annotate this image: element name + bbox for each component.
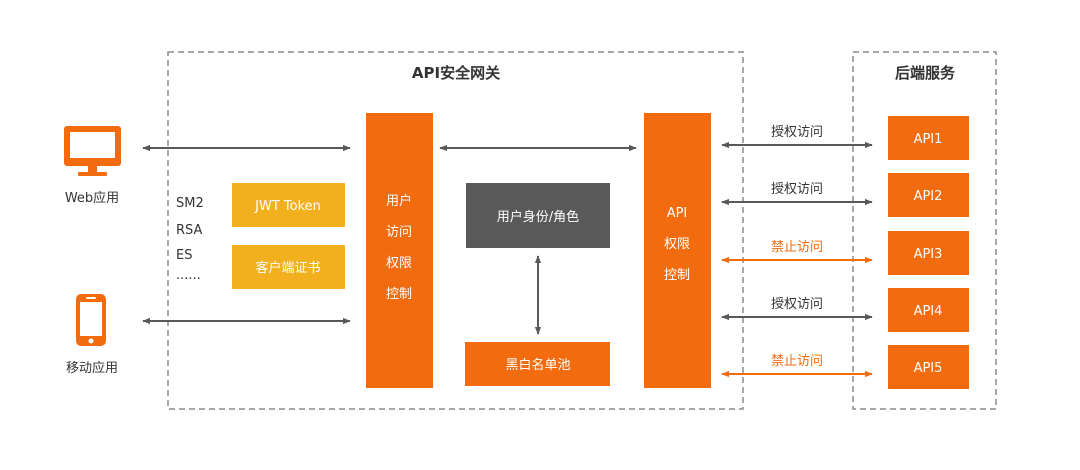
jwt-token-box xyxy=(232,183,345,227)
backend-container xyxy=(852,51,997,410)
backend-title: 后端服务 xyxy=(895,64,956,82)
jwt-token-label: JWT Token xyxy=(254,199,321,214)
api2-box xyxy=(888,173,969,217)
blacklist-pool-box xyxy=(465,342,610,386)
api3-access-label: 禁止访问 xyxy=(771,240,823,255)
api1-label: API1 xyxy=(914,132,943,147)
api2-access-label: 授权访问 xyxy=(771,181,823,197)
api-permission-control-box xyxy=(644,113,711,388)
api4-box xyxy=(888,288,969,332)
algorithm-more: ...... xyxy=(176,268,201,283)
api4-label: API4 xyxy=(914,304,943,319)
algorithm-es: ES xyxy=(176,248,192,263)
user-access-control-line-3: 权限 xyxy=(386,255,412,271)
algorithm-sm2: SM2 xyxy=(176,196,204,211)
user-access-control-box xyxy=(366,113,433,388)
blacklist-pool-label: 黑白名单池 xyxy=(505,357,570,373)
user-identity-role-label: 用户身份/角色 xyxy=(497,209,579,225)
api2-label: API2 xyxy=(914,189,943,204)
api-permission-control-line-2: 权限 xyxy=(664,236,690,252)
client-cert-label: 客户端证书 xyxy=(255,260,320,276)
api4-access-label: 授权访问 xyxy=(771,296,823,312)
api-permission-control-line-1: API xyxy=(667,206,688,221)
user-access-control-line-4: 控制 xyxy=(386,287,412,302)
api3-box xyxy=(888,231,969,275)
api5-box xyxy=(888,345,969,389)
api1-box xyxy=(888,116,969,160)
api3-label: API3 xyxy=(914,247,943,262)
api5-access-label: 禁止访问 xyxy=(771,354,823,369)
monitor-icon xyxy=(64,126,121,176)
api-permission-control-line-3: 控制 xyxy=(664,268,690,283)
smartphone-icon xyxy=(76,294,106,346)
algorithm-rsa: RSA xyxy=(176,223,203,238)
user-access-control-line-1: 用户 xyxy=(386,193,412,209)
web-app-label: Web应用 xyxy=(65,190,119,206)
gateway-container xyxy=(167,51,744,410)
mobile-app-label: 移动应用 xyxy=(66,360,118,376)
gateway-title: API安全网关 xyxy=(412,64,500,82)
user-identity-role-box xyxy=(466,183,610,248)
api1-access-label: 授权访问 xyxy=(771,124,823,140)
backend-api-list: 授权访问 API1 授权访问 API2 禁止访问 API3 授权访问 API4 禁止访问 API5 xyxy=(721,116,969,389)
client-cert-box xyxy=(232,245,345,289)
api5-label: API5 xyxy=(914,361,943,376)
user-access-control-line-2: 访问 xyxy=(386,225,412,240)
